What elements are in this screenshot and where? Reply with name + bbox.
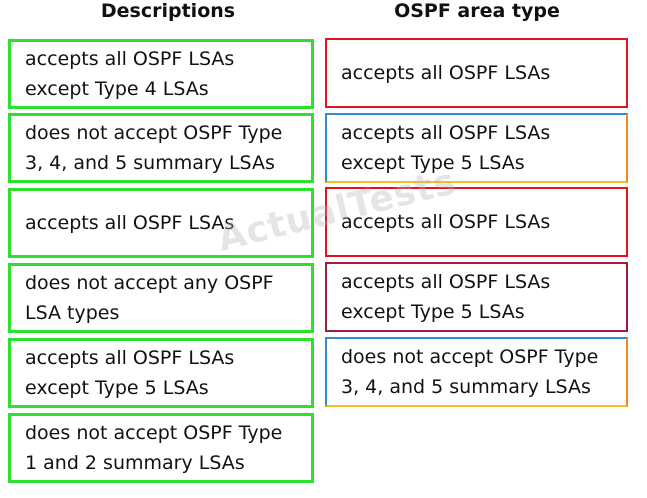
area-type-header: OSPF area type [394, 0, 560, 22]
area-type-slot-2[interactable]: accepts all OSPF LSAs except Type 5 LSAs [325, 113, 628, 183]
descriptions-header: Descriptions [100, 0, 236, 22]
area-type-slot-3[interactable]: accepts all OSPF LSAs [325, 187, 628, 257]
description-item-6[interactable]: does not accept OSPF Type 1 and 2 summar… [8, 413, 314, 483]
area-type-slot-1[interactable]: accepts all OSPF LSAs [325, 38, 628, 108]
description-item-5[interactable]: accepts all OSPF LSAs except Type 5 LSAs [8, 338, 314, 408]
description-item-4[interactable]: does not accept any OSPF LSA types [8, 263, 314, 333]
description-item-3[interactable]: accepts all OSPF LSAs [8, 188, 314, 258]
area-type-slot-5[interactable]: does not accept OSPF Type 3, 4, and 5 su… [325, 337, 628, 407]
description-item-2[interactable]: does not accept OSPF Type 3, 4, and 5 su… [8, 113, 314, 183]
description-item-1[interactable]: accepts all OSPF LSAs except Type 4 LSAs [8, 39, 314, 109]
area-type-slot-4[interactable]: accepts all OSPF LSAs except Type 5 LSAs [325, 262, 628, 332]
